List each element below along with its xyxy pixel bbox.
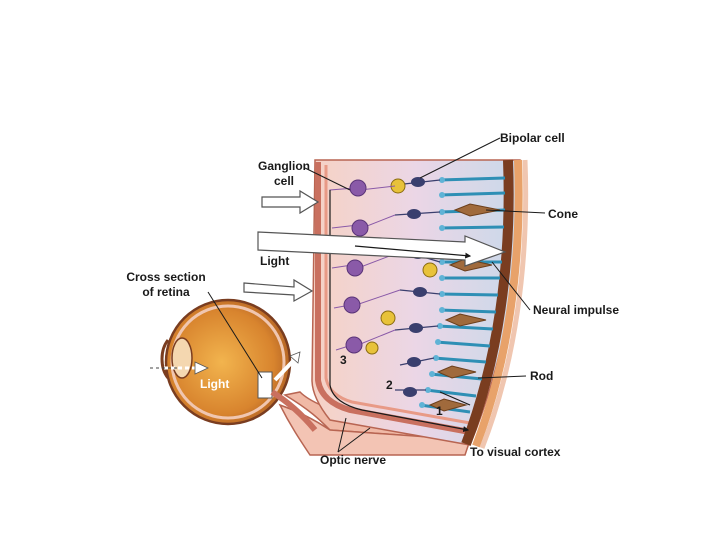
label-neural-impulse: Neural impulse	[533, 303, 619, 317]
label-cone: Cone	[548, 207, 578, 221]
label-light-eye: Light	[200, 377, 229, 391]
label-light-top: Light	[260, 254, 289, 268]
step-number-2: 2	[386, 378, 393, 392]
label-rod: Rod	[530, 369, 553, 383]
label-to-visual-cortex: To visual cortex	[470, 445, 560, 459]
label-ganglion-cell-line1: Ganglion	[258, 159, 310, 173]
label-ganglion-cell-line2: cell	[258, 174, 310, 188]
label-cross-section-line2: of retina	[118, 285, 214, 299]
label-optic-nerve: Optic nerve	[320, 453, 386, 467]
step-number-1: 1	[436, 404, 443, 418]
label-bipolar-cell: Bipolar cell	[500, 131, 565, 145]
step-number-3: 3	[340, 353, 347, 367]
label-cross-section-line1: Cross section	[118, 270, 214, 284]
